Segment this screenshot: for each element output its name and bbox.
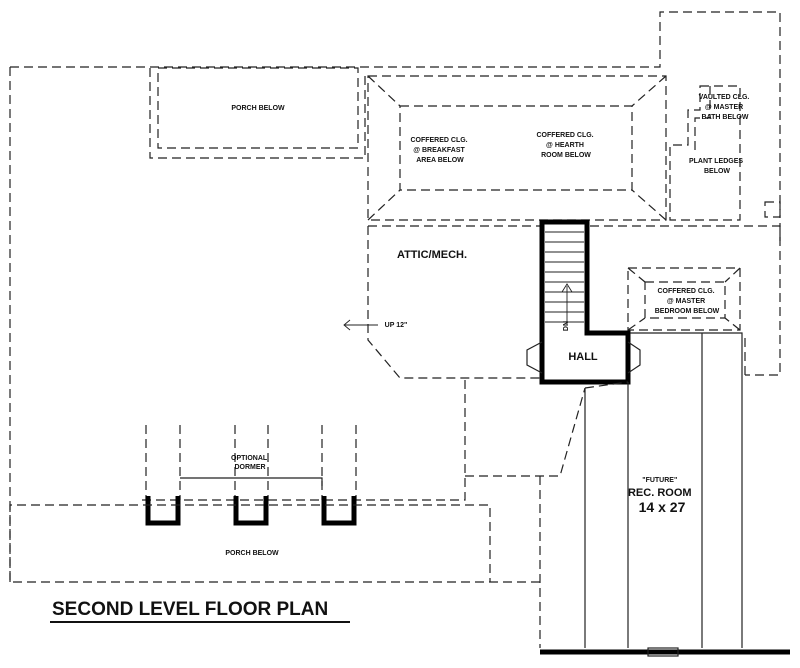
coffered-ceiling-inner	[399, 105, 633, 191]
hall-door-right	[627, 341, 641, 374]
vaulted-bath-outline	[669, 85, 741, 221]
vaulted-bath-label: VAULTED CLG. @ MASTER BATH BELOW	[699, 94, 752, 121]
plant-ledges-label: PLANT LEDGES BELOW	[689, 158, 745, 175]
coffered-ceiling-diagonals	[367, 75, 667, 221]
coffered-master-label: COFFERED CLG. @ MASTER BEDROOM BELOW	[655, 288, 720, 315]
stair-arrow	[561, 283, 573, 325]
porch-top-label: PORCH BELOW	[231, 105, 285, 112]
coffered-master-outer	[627, 267, 741, 331]
up-arrow	[343, 319, 378, 331]
vaulted-bath-inner	[694, 86, 711, 150]
stair-dn-label: DN	[563, 321, 570, 331]
porch-top-step	[149, 68, 366, 159]
hall-door-left	[526, 341, 543, 374]
coffered-ceiling-outer	[367, 75, 667, 221]
up-label: UP 12"	[385, 322, 408, 329]
stair-walls	[539, 219, 631, 385]
porch-top-outline	[157, 67, 359, 149]
hall-label: HALL	[568, 351, 598, 363]
rec-room-label: "FUTURE" REC. ROOM 14 x 27	[628, 469, 696, 515]
left-outer-wall-line	[9, 67, 540, 583]
optional-dormer-label: OPTIONAL DORMER	[231, 455, 269, 471]
coffered-master-inner	[644, 281, 726, 319]
stair-treads	[545, 231, 584, 323]
attic-mech-outline	[367, 225, 781, 379]
porch-bottom-outline	[9, 504, 491, 582]
rec-room-window	[647, 647, 679, 657]
coffered-breakfast-label: COFFERED CLG. @ BREAKFAST AREA BELOW	[410, 137, 469, 164]
plan-title: SECOND LEVEL FLOOR PLAN	[52, 599, 328, 620]
attic-lower-outline	[140, 380, 586, 501]
coffered-hearth-label: COFFERED CLG. @ HEARTH ROOM BELOW	[536, 132, 595, 159]
dormer-windows	[145, 425, 357, 526]
rec-room-dashed	[539, 333, 746, 648]
attic-mech-label: ATTIC/MECH.	[397, 249, 467, 261]
outer-footprint-outline	[10, 11, 781, 376]
porch-bottom-label: PORCH BELOW	[225, 550, 279, 557]
rec-room-outline	[584, 332, 743, 648]
small-chimney-box	[764, 201, 781, 218]
